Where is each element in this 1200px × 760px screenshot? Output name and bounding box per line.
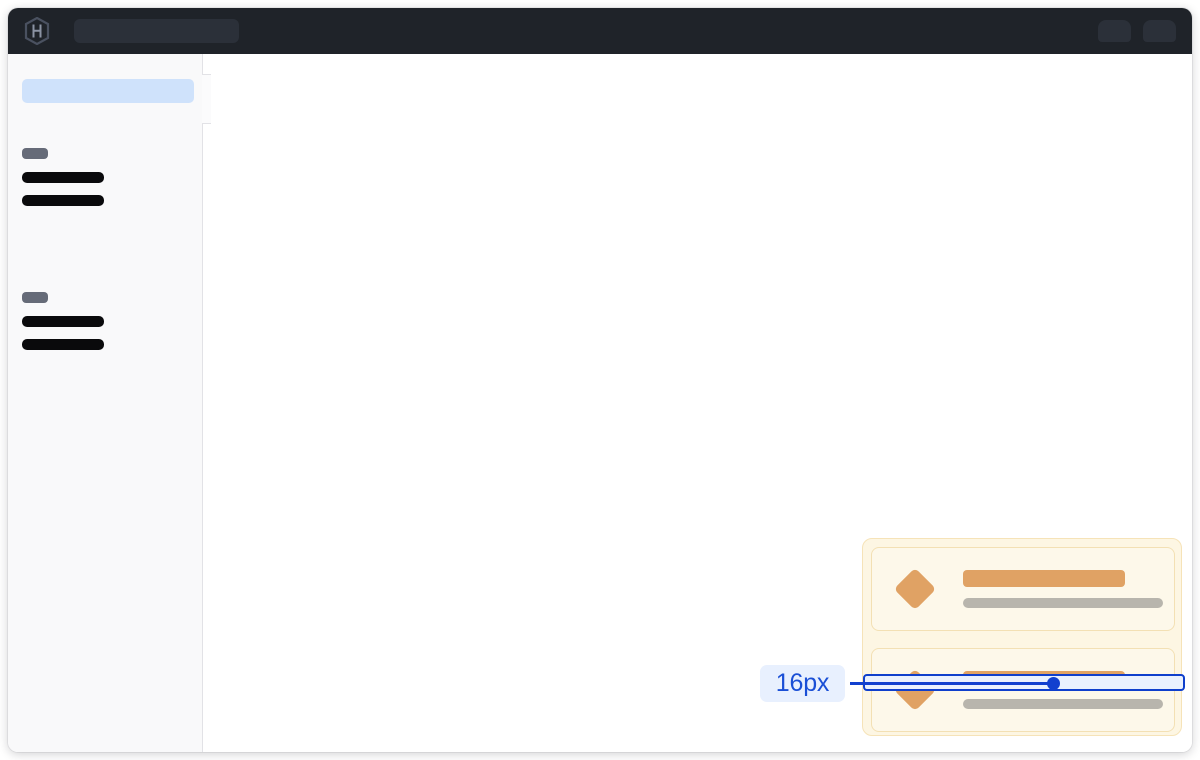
sidebar-item-active[interactable] — [22, 79, 194, 103]
card-content — [963, 570, 1163, 608]
topbar-actions — [1098, 20, 1176, 42]
list-item[interactable] — [871, 547, 1175, 631]
sidebar-divider — [203, 54, 211, 752]
inspected-component-group[interactable] — [862, 538, 1182, 736]
sidebar-item-row[interactable] — [22, 195, 104, 206]
card-subtitle-placeholder — [963, 598, 1163, 608]
search-input[interactable] — [74, 19, 239, 43]
sidebar — [8, 54, 203, 752]
card-title-placeholder — [963, 570, 1125, 587]
topbar-action-pill-2[interactable] — [1143, 20, 1176, 42]
sidebar-group-2 — [22, 292, 104, 350]
sidebar-group-label — [22, 148, 48, 159]
sidebar-item-row[interactable] — [22, 339, 104, 350]
app-window: 16px — [8, 8, 1192, 752]
topbar-action-pill-1[interactable] — [1098, 20, 1131, 42]
measurement-anchor-dot — [1047, 677, 1060, 690]
hashicorp-hexagon-logo-icon[interactable] — [24, 17, 50, 45]
sidebar-group-label — [22, 292, 48, 303]
card-subtitle-placeholder — [963, 699, 1163, 709]
top-navigation-bar — [8, 8, 1192, 54]
measurement-value-badge: 16px — [760, 665, 845, 702]
measurement-leader-line — [850, 682, 1054, 685]
sidebar-item-row[interactable] — [22, 316, 104, 327]
sidebar-item-row[interactable] — [22, 172, 104, 183]
sidebar-group-1 — [22, 148, 104, 206]
main-canvas: 16px — [211, 54, 1192, 752]
diamond-icon — [893, 567, 937, 611]
